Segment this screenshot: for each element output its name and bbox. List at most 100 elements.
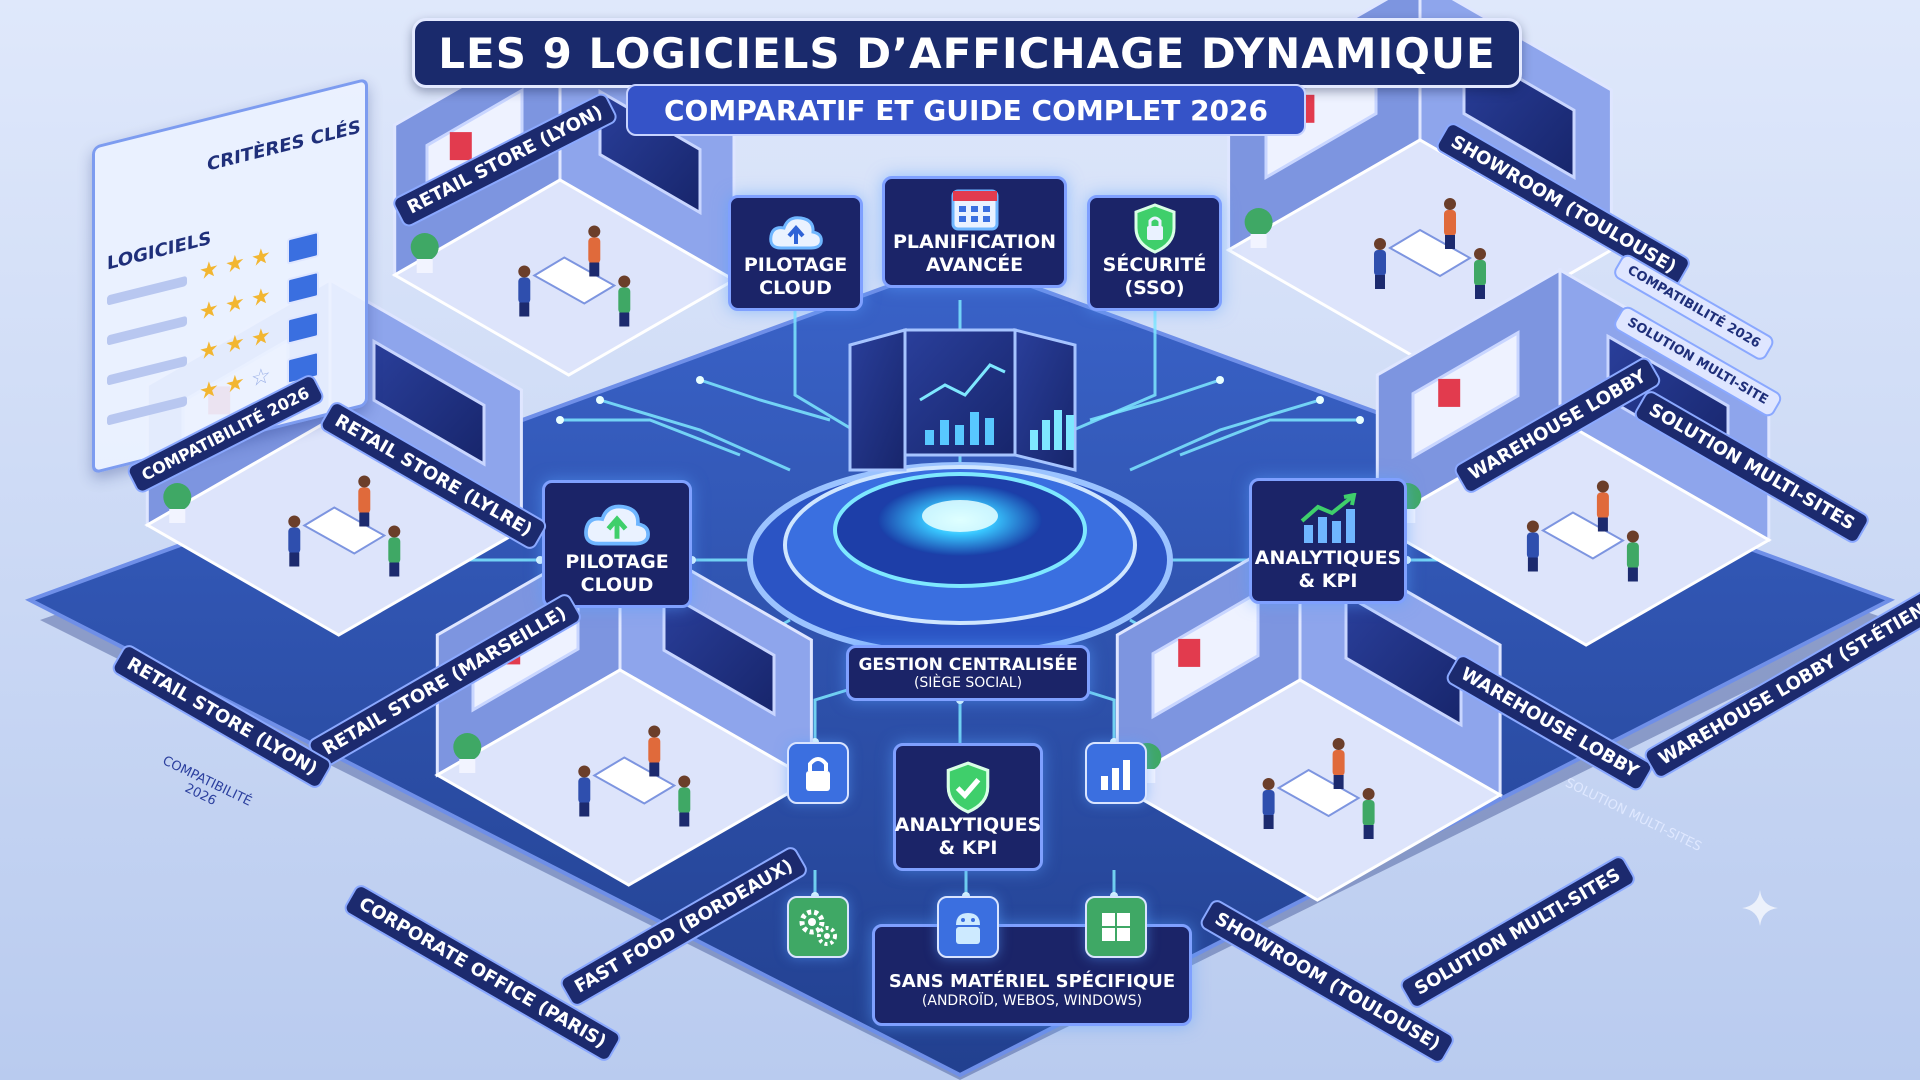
person-legs xyxy=(1333,775,1344,789)
rating-star-icon: ★ xyxy=(199,255,219,286)
hologram-bar xyxy=(925,430,934,445)
criteria-mini-chart xyxy=(287,270,319,305)
criteria-row xyxy=(107,275,187,306)
person-legs xyxy=(579,802,590,817)
hologram-dashboard xyxy=(848,328,1077,472)
person-legs xyxy=(1527,557,1538,572)
rating-star-icon: ★ xyxy=(199,375,219,406)
person xyxy=(648,737,661,764)
person xyxy=(1626,542,1639,569)
person-head xyxy=(618,275,631,288)
wall-screen xyxy=(372,338,486,467)
rating-star-icon: ★ xyxy=(225,329,245,360)
rating-star-icon: ★ xyxy=(199,295,219,326)
rating-star-icon: ★ xyxy=(251,242,271,273)
hologram-bar xyxy=(955,425,964,445)
rating-star-icon: ★ xyxy=(199,335,219,366)
cloud-upload-icon xyxy=(768,216,823,250)
criteria-mini-chart xyxy=(287,310,319,345)
person xyxy=(578,777,591,804)
person-legs xyxy=(589,262,600,277)
trace-node xyxy=(696,376,704,384)
android-icon xyxy=(937,896,999,958)
plant xyxy=(1244,208,1273,236)
trace-node xyxy=(1356,416,1364,424)
person xyxy=(1362,800,1375,826)
hologram-bar xyxy=(1066,415,1074,450)
feature-label: GESTION CENTRALISÉE xyxy=(858,654,1078,675)
hologram-bar xyxy=(970,412,979,445)
plant xyxy=(163,483,192,511)
circuit-trace xyxy=(699,378,831,422)
person-legs xyxy=(619,312,630,327)
person-head xyxy=(1474,248,1486,260)
cloud-upload-icon xyxy=(584,504,650,546)
person-head xyxy=(678,775,691,788)
shield-lock-icon xyxy=(1134,203,1175,254)
feature-label: ANALYTIQUES & KPI xyxy=(1254,547,1402,592)
person-head xyxy=(1262,778,1275,790)
person-legs xyxy=(1597,517,1608,532)
plant-pot xyxy=(459,759,476,773)
person-legs xyxy=(359,512,370,527)
feature-analytiques-right: ANALYTIQUES & KPI xyxy=(1249,478,1407,604)
feature-securite: SÉCURITÉ (SSO) xyxy=(1087,195,1222,311)
rating-star-icon: ★ xyxy=(225,289,245,320)
feature-label: ANALYTIQUES & KPI xyxy=(894,814,1042,859)
feature-sublabel: (SIÈGE SOCIAL) xyxy=(913,674,1023,691)
person-head xyxy=(288,515,301,528)
person-legs xyxy=(1475,285,1485,299)
wall-screen xyxy=(1411,330,1520,460)
person xyxy=(588,237,601,264)
chart-up-icon xyxy=(1300,493,1357,543)
person-head xyxy=(1362,788,1375,800)
screen-accent xyxy=(1438,378,1461,407)
criteria-mini-chart xyxy=(287,230,319,265)
criteria-col-software: LOGICIELS xyxy=(107,227,212,275)
feature-pilotage-cloud-left: PILOTAGE CLOUD xyxy=(542,480,692,608)
rating-star-icon: ★ xyxy=(251,322,271,353)
person-legs xyxy=(519,302,530,317)
person xyxy=(678,787,691,814)
criteria-col-key: CRITÈRES CLÉS xyxy=(207,116,361,176)
rating-star-icon: ☆ xyxy=(251,362,271,393)
person-head xyxy=(358,475,371,488)
person xyxy=(358,487,371,514)
gears-icon xyxy=(787,896,849,958)
person-head xyxy=(1526,520,1539,533)
circuit-trace xyxy=(793,300,871,442)
trace-node xyxy=(556,416,564,424)
screen-accent xyxy=(449,132,472,161)
bar-chart-icon xyxy=(1085,742,1147,804)
feature-sublabel: (ANDROÏD, WEBOS, WINDOWS) xyxy=(921,993,1143,1009)
rating-star-icon: ★ xyxy=(251,282,271,313)
person-head xyxy=(588,225,601,238)
central-hub xyxy=(747,462,1173,658)
person xyxy=(1332,750,1345,776)
hologram-bar xyxy=(1042,420,1050,450)
rating-star-icon: ★ xyxy=(225,369,245,400)
person-head xyxy=(578,765,591,778)
plant-pot xyxy=(1250,234,1267,248)
person-head xyxy=(1626,530,1639,543)
person-legs xyxy=(289,552,300,567)
person-head xyxy=(1374,238,1386,250)
feature-label: SANS MATÉRIEL SPÉCIFIQUE xyxy=(888,971,1176,992)
person xyxy=(288,527,301,554)
feature-label: SÉCURITÉ (SSO) xyxy=(1102,254,1207,299)
feature-planification: PLANIFICATION AVANCÉE xyxy=(882,176,1067,288)
wall-screen xyxy=(1344,592,1463,728)
circuit-trace xyxy=(1049,300,1157,442)
plant xyxy=(410,233,439,261)
plant-pot xyxy=(416,259,433,273)
wall-screen xyxy=(1151,590,1260,720)
windows-icon xyxy=(1085,896,1147,958)
person-head xyxy=(1444,198,1456,210)
circuit-trace xyxy=(1179,418,1360,457)
criteria-row xyxy=(107,355,187,386)
person-head xyxy=(1332,738,1345,750)
person-legs xyxy=(1445,235,1455,249)
circuit-trace xyxy=(560,418,741,457)
feature-label: PILOTAGE CLOUD xyxy=(565,551,669,596)
